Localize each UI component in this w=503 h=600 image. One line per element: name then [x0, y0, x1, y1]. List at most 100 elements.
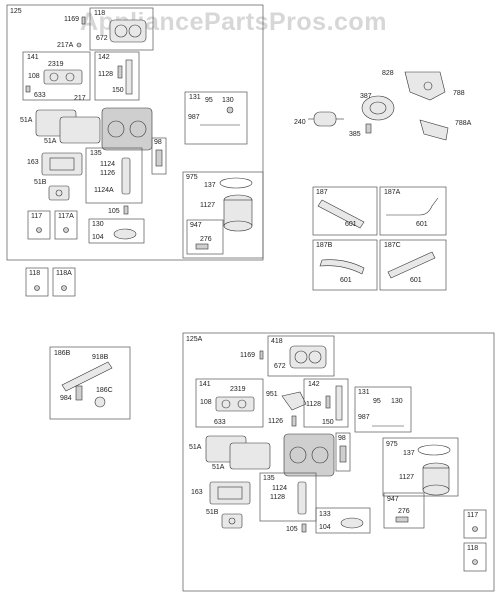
label-141-b: 141: [199, 381, 211, 388]
label-125a: 125A: [186, 336, 203, 343]
group-125a-frame: [182, 332, 495, 592]
fuel-pump-387: [361, 95, 395, 121]
label-163-b: 163: [191, 489, 203, 496]
box-118-c: [463, 542, 487, 572]
label-187: 187: [316, 189, 328, 196]
label-131: 131: [189, 94, 201, 101]
box-975: [182, 171, 264, 259]
label-163: 163: [27, 159, 39, 166]
label-987: 987: [188, 114, 200, 121]
gasket-108: [43, 69, 83, 85]
box-117a: [54, 210, 78, 240]
part-118b: [34, 285, 40, 291]
label-217: 217: [74, 95, 86, 102]
label-1169: 1169: [64, 16, 79, 23]
screw-105: [123, 205, 129, 215]
lever-150-b: [335, 385, 343, 421]
label-95: 95: [205, 97, 213, 104]
box-947-b: [383, 492, 425, 529]
label-131-b: 131: [358, 389, 370, 396]
box-142: [94, 51, 140, 101]
carburetor-body-51a-b: [205, 433, 335, 477]
label-130b: 130: [222, 97, 234, 104]
part-130: [226, 106, 234, 114]
label-1126-b: 1126: [268, 418, 283, 425]
box-118: [89, 7, 154, 51]
label-1127-b: 1127: [399, 474, 414, 481]
box-118a: [52, 267, 76, 297]
part-104: [113, 228, 137, 240]
label-105-b: 105: [286, 526, 298, 533]
label-217a: 217A: [57, 42, 74, 49]
fuel-bowl-1127-b: [422, 462, 450, 496]
label-108: 108: [28, 73, 40, 80]
label-601-1: 601: [345, 221, 357, 228]
label-150-b: 150: [322, 419, 334, 426]
label-135: 135: [90, 150, 102, 157]
label-51b-b: 51B: [206, 509, 219, 516]
box-133: [315, 507, 371, 534]
part-276: [195, 243, 209, 250]
part-118a: [61, 285, 67, 291]
label-187a: 187A: [384, 189, 401, 196]
label-117: 117: [31, 213, 42, 220]
hose-187b: [319, 259, 365, 275]
gasket-51b: [48, 185, 70, 201]
label-130: 130: [92, 221, 104, 228]
jet-1124-b: [297, 481, 307, 515]
label-51b: 51B: [34, 179, 47, 186]
label-142-b: 142: [308, 381, 320, 388]
label-142: 142: [98, 54, 110, 61]
label-1169-b: 1169: [240, 352, 255, 359]
box-947: [186, 219, 224, 255]
label-150: 150: [112, 87, 124, 94]
label-1126: 1126: [100, 170, 115, 177]
label-1124-b: 1124: [272, 485, 287, 492]
label-117-b: 117: [467, 512, 478, 519]
label-385: 385: [349, 131, 361, 138]
label-186c: 186C: [96, 387, 113, 394]
label-918b: 918B: [92, 354, 109, 361]
label-276: 276: [200, 236, 212, 243]
label-1128: 1128: [98, 71, 113, 78]
label-975-b: 975: [386, 441, 398, 448]
label-98-b: 98: [338, 435, 346, 442]
label-984: 984: [60, 395, 72, 402]
box-141: [22, 51, 91, 101]
box-117: [27, 210, 51, 240]
oring-137: [219, 177, 253, 189]
label-187b: 187B: [316, 242, 333, 249]
label-105: 105: [108, 208, 120, 215]
label-418: 418: [271, 338, 283, 345]
box-131: [184, 91, 248, 145]
label-1127: 1127: [200, 202, 215, 209]
label-1128-b2: 1128: [270, 494, 285, 501]
label-135-b: 135: [263, 475, 275, 482]
jet-1124: [121, 157, 131, 195]
box-187c: [379, 239, 447, 291]
lever-150: [125, 59, 133, 95]
part-117-b: [472, 526, 478, 532]
gasket-108-b: [215, 396, 255, 412]
label-51a-b-1: 51A: [189, 444, 202, 451]
screw-1128-b: [325, 395, 331, 409]
group-125-frame: [6, 4, 264, 261]
bracket-788: [404, 71, 446, 101]
label-601-2: 601: [416, 221, 428, 228]
label-947-b: 947: [387, 496, 399, 503]
label-187c: 187C: [384, 242, 401, 249]
box-187: [312, 186, 378, 236]
part-118-c: [472, 559, 478, 565]
label-987-b: 987: [358, 414, 370, 421]
part-98: [155, 149, 163, 167]
label-975: 975: [186, 174, 198, 181]
gasket-51b-b: [221, 513, 243, 529]
label-118b: 118: [29, 270, 40, 277]
label-828: 828: [382, 70, 394, 77]
gasket-163-b: [209, 481, 251, 505]
part-385: [365, 123, 372, 134]
hose-187c: [387, 251, 436, 279]
label-1124: 1124: [100, 161, 115, 168]
label-118: 118: [94, 10, 105, 17]
label-117a: 117A: [58, 213, 74, 220]
